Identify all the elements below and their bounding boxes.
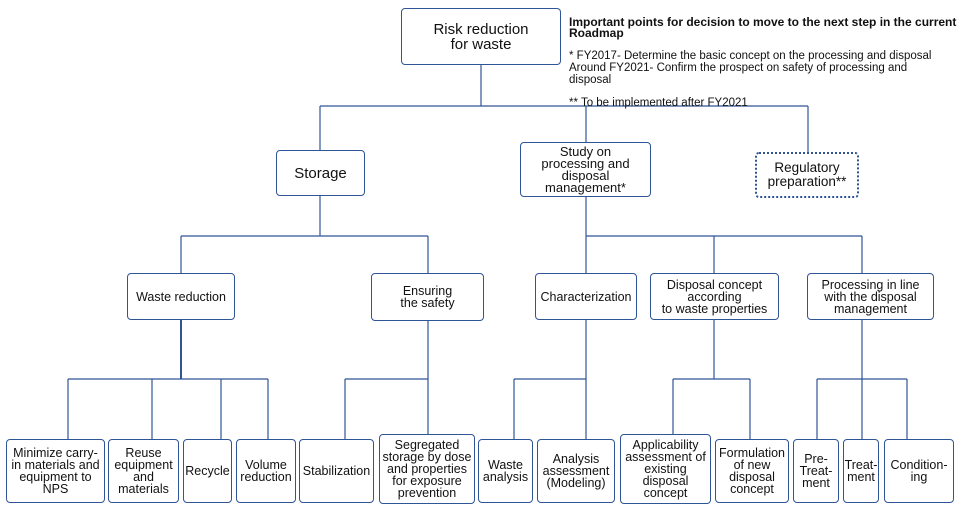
node-volume-reduction: Volume reduction bbox=[236, 439, 296, 503]
node-risk-reduction: Risk reduction for waste bbox=[401, 8, 561, 65]
roadmap-notes: Important points for decision to move to… bbox=[569, 5, 959, 121]
node-processing-line: Processing in line with the disposal man… bbox=[807, 273, 934, 320]
node-storage: Storage bbox=[276, 150, 365, 196]
node-applicability-assessment: Applicability assessment of existing dis… bbox=[620, 434, 711, 504]
node-characterization: Characterization bbox=[535, 273, 637, 320]
node-formulation: Formulation of new disposal concept bbox=[715, 439, 789, 503]
node-waste-reduction: Waste reduction bbox=[127, 273, 235, 320]
node-disposal-concept: Disposal concept according to waste prop… bbox=[650, 273, 779, 320]
notes-line-1: * FY2017- Determine the basic concept on… bbox=[569, 50, 932, 86]
node-waste-analysis: Waste analysis bbox=[478, 439, 533, 503]
node-pretreatment: Pre- Treat- ment bbox=[793, 439, 839, 503]
node-treatment: Treat- ment bbox=[843, 439, 879, 503]
notes-line-2: ** To be implemented after FY2021 bbox=[569, 96, 748, 109]
node-minimize-carry-in: Minimize carry- in materials and equipme… bbox=[6, 439, 105, 503]
node-reuse: Reuse equipment and materials bbox=[108, 439, 179, 503]
node-study: Study on processing and disposal managem… bbox=[520, 142, 651, 197]
node-ensuring-safety: Ensuring the safety bbox=[371, 273, 484, 321]
notes-heading: Important points for decision to move to… bbox=[569, 14, 957, 41]
node-recycle: Recycle bbox=[183, 439, 232, 503]
node-stabilization: Stabilization bbox=[299, 439, 374, 503]
node-conditioning: Condition- ing bbox=[884, 439, 954, 503]
node-analysis-assessment: Analysis assessment (Modeling) bbox=[537, 439, 615, 503]
node-segregated-storage: Segregated storage by dose and propertie… bbox=[379, 434, 475, 504]
node-regulatory: Regulatory preparation** bbox=[755, 152, 859, 198]
